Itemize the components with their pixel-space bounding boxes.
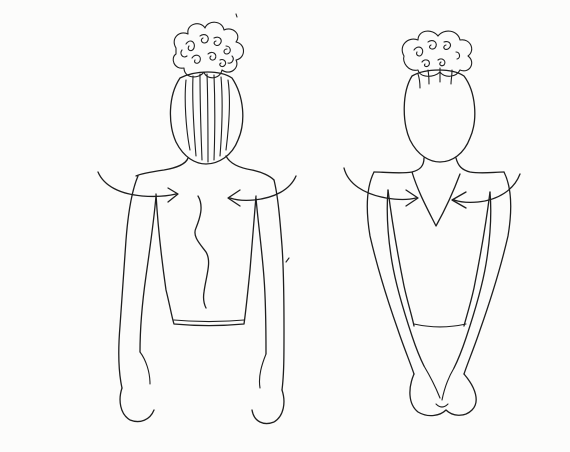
figure-front-icon	[344, 31, 520, 416]
head-front	[404, 70, 475, 162]
clasped-hands-icon	[410, 366, 476, 416]
shoulder-arrow-icon	[228, 176, 296, 206]
head-back	[170, 72, 242, 164]
shoulder-arrow-icon	[344, 168, 418, 206]
hair-bun-icon	[173, 22, 243, 78]
pencil-mark	[236, 14, 237, 17]
figure-back-icon	[98, 22, 296, 423]
pencil-mark	[286, 258, 289, 262]
